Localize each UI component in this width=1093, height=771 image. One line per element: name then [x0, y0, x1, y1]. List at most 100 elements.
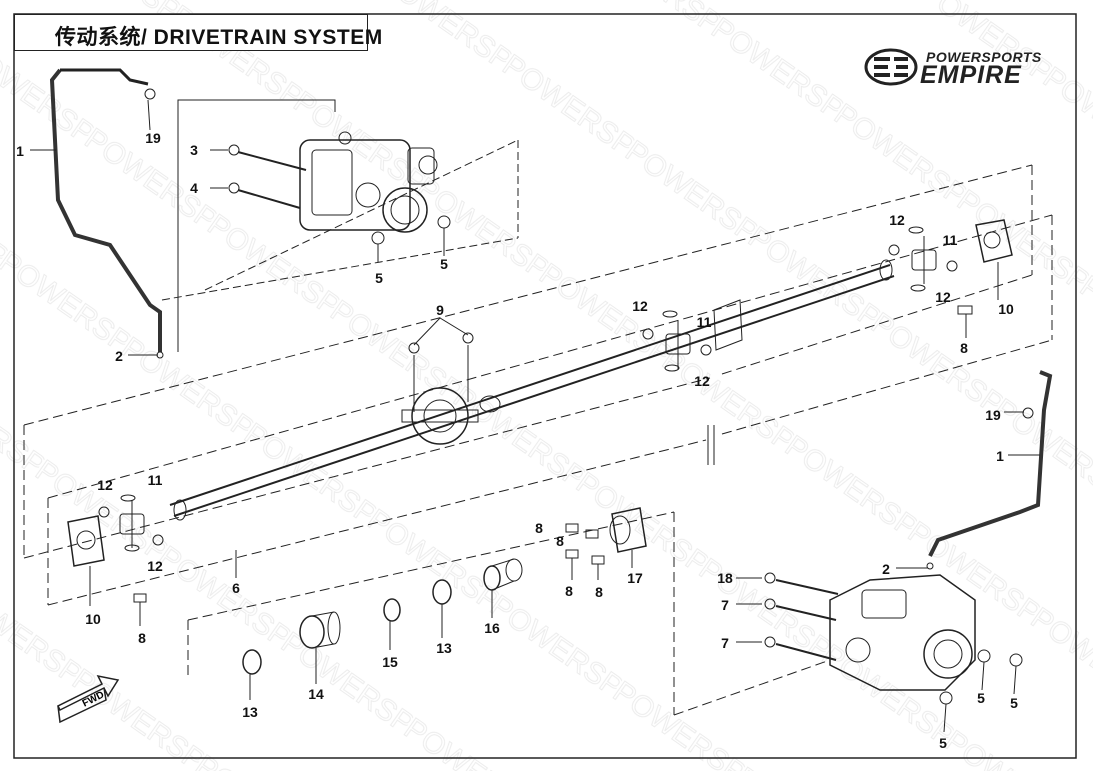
boot-dash-bottom	[673, 659, 831, 716]
bolt-18-head	[764, 572, 776, 584]
brand-logo: POWERSPORTS EMPIRE	[862, 44, 1062, 90]
callout-14: 14	[308, 686, 324, 702]
leader-5d	[1013, 665, 1017, 695]
callout-6: 6	[232, 580, 240, 596]
yoke-front	[173, 499, 187, 521]
callout-8: 8	[960, 340, 968, 356]
callout-8: 8	[556, 533, 564, 549]
flange-front	[67, 515, 105, 567]
yoke-rear	[879, 259, 893, 281]
callout-2: 2	[115, 348, 123, 364]
callout-10: 10	[998, 301, 1014, 317]
center-yoke	[479, 395, 501, 413]
callout-10: 10	[85, 611, 101, 627]
u-joint-front	[98, 494, 164, 552]
breather-clip-rear	[1022, 407, 1034, 419]
bolt-8c	[565, 523, 579, 533]
callout-1: 1	[996, 448, 1004, 464]
bolt-4	[237, 189, 301, 209]
breather-tube-front-end	[60, 68, 149, 86]
logo-main-text: EMPIRE	[920, 61, 1022, 89]
callout-1: 1	[16, 143, 24, 159]
bolt-7a	[775, 605, 837, 621]
bolt-7a-head	[764, 598, 776, 610]
shaft2-dash-top	[47, 214, 1053, 499]
callout-11: 11	[696, 314, 712, 330]
shaft2-dash-bottom-right	[721, 339, 1053, 435]
callout-19: 19	[145, 130, 161, 146]
shaft-dash-bottom-right	[721, 274, 1033, 375]
callout-17: 17	[627, 570, 643, 586]
callout-15: 15	[382, 654, 398, 670]
bolt-7b	[775, 643, 837, 661]
page-title: 传动系统/ DRIVETRAIN SYSTEM	[55, 26, 383, 49]
rear-differential	[829, 574, 976, 691]
outer-border	[13, 13, 1077, 759]
callout-8: 8	[565, 583, 573, 599]
breather-tube-rear	[928, 370, 1053, 557]
bolt-4-head	[228, 182, 240, 194]
front-diff-dash-top	[204, 139, 519, 291]
propshaft-front-line2	[173, 275, 895, 517]
callout-12: 12	[889, 212, 905, 228]
callout-5: 5	[939, 735, 947, 751]
leader-5e	[943, 703, 947, 733]
front-diff-dash-bottom	[161, 237, 519, 301]
callout-7: 7	[721, 635, 729, 651]
shaft-dash-top	[23, 164, 1033, 426]
callout-7: 7	[721, 597, 729, 613]
callout-19: 19	[985, 407, 1001, 423]
callout-5: 5	[440, 256, 448, 272]
callout-12: 12	[632, 298, 648, 314]
callout-3: 3	[190, 142, 198, 158]
bolt-7b-head	[764, 636, 776, 648]
leader-19a	[147, 99, 151, 131]
fwd-arrow-icon	[56, 674, 120, 724]
callout-12: 12	[694, 373, 710, 389]
breather-tube-front	[49, 68, 162, 352]
callout-13: 13	[242, 704, 258, 720]
callout-11: 11	[147, 472, 163, 488]
front-diff-bracket	[177, 99, 336, 352]
flange-rear	[975, 219, 1013, 263]
front-differential	[299, 131, 438, 233]
bolt-3-head	[228, 144, 240, 156]
callout-5: 5	[1010, 695, 1018, 711]
callout-5: 5	[375, 270, 383, 286]
callout-4: 4	[190, 180, 198, 196]
logo-top-text: POWERSPORTS	[926, 49, 1042, 65]
callout-5: 5	[977, 690, 985, 706]
callout-9: 9	[436, 302, 444, 318]
hose-clamp-front	[156, 351, 164, 359]
callout-8: 8	[138, 630, 146, 646]
bolt-8a	[957, 305, 973, 315]
callout-12: 12	[935, 289, 951, 305]
shaft2-dash-bottom	[47, 439, 707, 606]
callout-8: 8	[595, 584, 603, 600]
leader-9	[413, 317, 469, 346]
flange-17	[609, 507, 647, 553]
callout-12: 12	[97, 477, 113, 493]
center-bearing	[401, 387, 479, 445]
u-joint-rear	[888, 226, 958, 292]
shaft-dash-bottom-left	[23, 377, 711, 559]
hose-clamp-rear	[926, 562, 934, 570]
boot-14	[299, 611, 341, 649]
breather-clip-front	[144, 88, 156, 100]
title-box: 传动系统/ DRIVETRAIN SYSTEM	[14, 14, 382, 51]
callout-8: 8	[535, 520, 543, 536]
ring-15	[383, 598, 401, 622]
leader-5c	[981, 661, 985, 691]
bolt-9b-head	[462, 332, 474, 344]
empire-logo-icon	[864, 48, 918, 86]
callout-11: 11	[942, 232, 958, 248]
callout-16: 16	[484, 620, 500, 636]
bolt-18	[775, 579, 839, 595]
bolt-8d	[585, 529, 599, 539]
callout-18: 18	[717, 570, 733, 586]
callout-13: 13	[436, 640, 452, 656]
callout-12: 12	[147, 558, 163, 574]
